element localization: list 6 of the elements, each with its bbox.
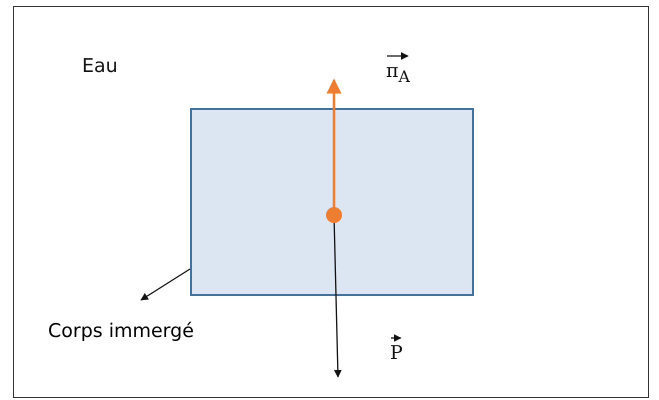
- leader-line: [140, 268, 190, 301]
- force-label: P: [390, 342, 403, 364]
- force-label: π$_{A}$: [386, 60, 410, 86]
- body-label: Corps immergé: [48, 320, 194, 342]
- medium-label: Eau: [82, 55, 118, 77]
- immersed-body-rectangle: [190, 108, 474, 296]
